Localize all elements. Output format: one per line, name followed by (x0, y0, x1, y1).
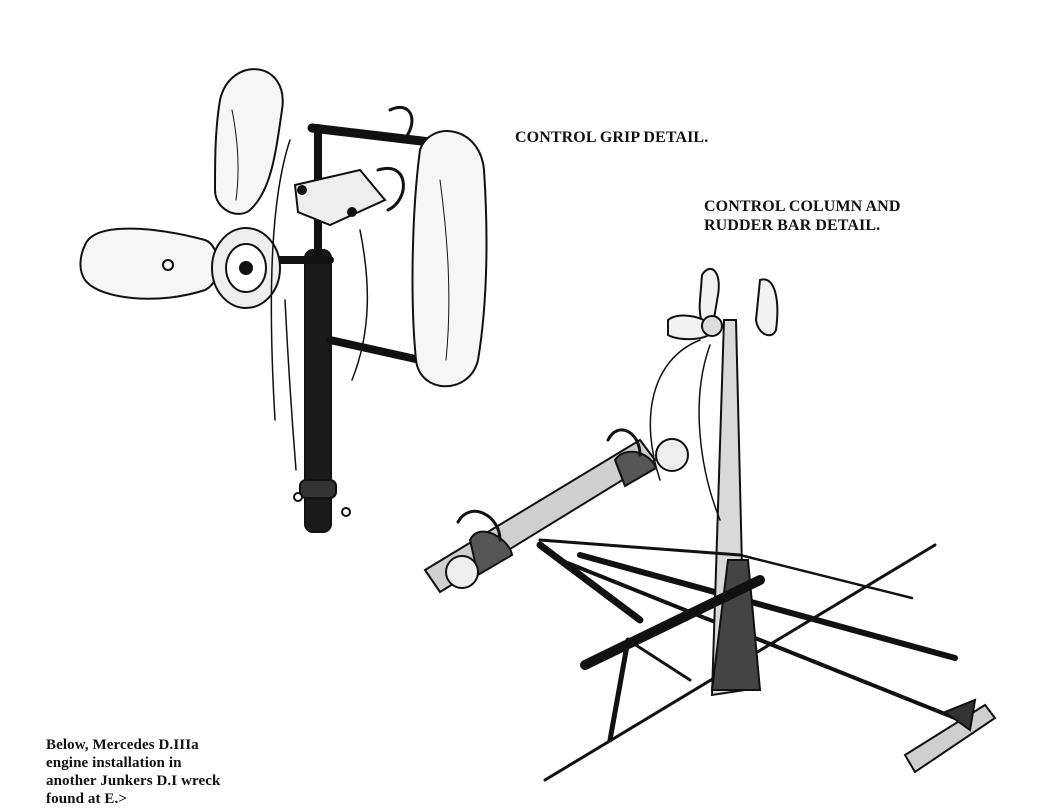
caption-line: CONTROL COLUMN AND (704, 198, 901, 215)
caption-control-grip: CONTROL GRIP DETAIL. (515, 129, 709, 146)
caption-line: another Junkers D.I wreck (46, 773, 221, 789)
caption-control-column: CONTROL COLUMN AND RUDDER BAR DETAIL. (704, 197, 944, 235)
upper-grip (213, 68, 284, 215)
caption-line: RUDDER BAR DETAIL. (704, 217, 881, 234)
right-grip (411, 130, 488, 388)
wheel-left (445, 555, 479, 589)
caption-line: engine installation in (46, 755, 182, 771)
side-grip (79, 227, 220, 300)
trigger-mechanism (293, 168, 387, 227)
wheel-right (655, 438, 689, 472)
caption-line: Below, Mercedes D.IIIa (46, 737, 199, 753)
